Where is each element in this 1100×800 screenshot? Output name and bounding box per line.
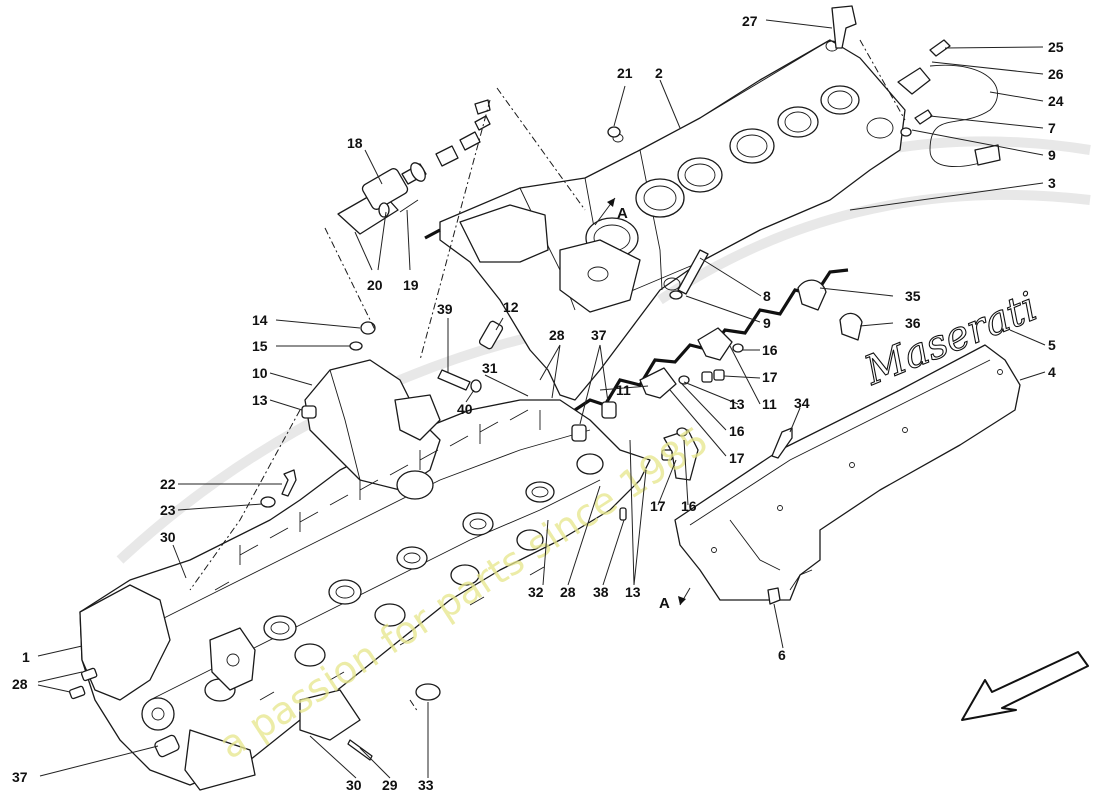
callout-31: 31 xyxy=(482,360,498,376)
callout-40: 40 xyxy=(457,401,473,417)
callout-17-b: 17 xyxy=(729,450,745,466)
callout-35: 35 xyxy=(905,288,921,304)
callout-27: 27 xyxy=(742,13,758,29)
callout-3: 3 xyxy=(1048,175,1056,191)
callout-20: 20 xyxy=(367,277,383,293)
callout-36: 36 xyxy=(905,315,921,331)
callout-21: 21 xyxy=(617,65,633,81)
callout-13-a: 13 xyxy=(729,396,745,412)
callout-9-mid: 9 xyxy=(763,315,771,331)
callout-33: 33 xyxy=(418,777,434,793)
callout-9-top: 9 xyxy=(1048,147,1056,163)
callout-16-b: 16 xyxy=(729,423,745,439)
callout-1: 1 xyxy=(22,649,30,665)
callout-28-a: 28 xyxy=(12,676,28,692)
callout-14: 14 xyxy=(252,312,268,328)
callout-28-c: 28 xyxy=(560,584,576,600)
callout-29: 29 xyxy=(382,777,398,793)
callout-5: 5 xyxy=(1048,337,1056,353)
view-marker-upper: A xyxy=(617,205,628,222)
callout-30-a: 30 xyxy=(160,529,176,545)
callout-39: 39 xyxy=(437,301,453,317)
callout-34: 34 xyxy=(794,395,810,411)
callout-19: 19 xyxy=(403,277,419,293)
callout-37-b: 37 xyxy=(591,327,607,343)
callout-2: 2 xyxy=(655,65,663,81)
callout-11-b: 11 xyxy=(616,382,631,398)
callout-17-a: 17 xyxy=(762,369,778,385)
callout-8: 8 xyxy=(763,288,771,304)
callout-30-b: 30 xyxy=(346,777,362,793)
callout-17-c: 17 xyxy=(650,498,666,514)
cylinder-head xyxy=(79,359,651,791)
callout-25: 25 xyxy=(1048,39,1064,55)
callout-23: 23 xyxy=(160,502,176,518)
callout-11-a: 11 xyxy=(762,396,777,412)
view-markers: A A xyxy=(594,197,691,612)
callout-18: 18 xyxy=(347,135,363,151)
assembly-centerlines xyxy=(189,39,906,713)
solenoid-assembly xyxy=(337,99,491,235)
callout-7: 7 xyxy=(1048,120,1056,136)
callout-28-b: 28 xyxy=(549,327,565,343)
camshaft-housing xyxy=(439,39,906,401)
callout-13-b: 13 xyxy=(252,392,268,408)
callout-labels: 27 2 21 25 26 24 7 9 3 18 20 19 8 9 35 3… xyxy=(12,13,1064,793)
small-parts xyxy=(68,5,1001,761)
callout-12: 12 xyxy=(503,299,519,315)
arrow-down-left-icon xyxy=(961,651,1089,721)
cover-plate xyxy=(674,344,1021,601)
callout-15: 15 xyxy=(252,338,268,354)
view-marker-lower: A xyxy=(659,595,670,612)
callout-10: 10 xyxy=(252,365,268,381)
callout-6: 6 xyxy=(778,647,786,663)
callout-4: 4 xyxy=(1048,364,1056,380)
leader-lines xyxy=(37,19,1046,779)
callout-16-a: 16 xyxy=(762,342,778,358)
callout-26: 26 xyxy=(1048,66,1064,82)
callout-32: 32 xyxy=(528,584,544,600)
callout-24: 24 xyxy=(1048,93,1064,109)
callout-13-c: 13 xyxy=(625,584,641,600)
callout-22: 22 xyxy=(160,476,176,492)
callout-16-c: 16 xyxy=(681,498,697,514)
callout-38: 38 xyxy=(593,584,609,600)
callout-37-a: 37 xyxy=(12,769,28,785)
